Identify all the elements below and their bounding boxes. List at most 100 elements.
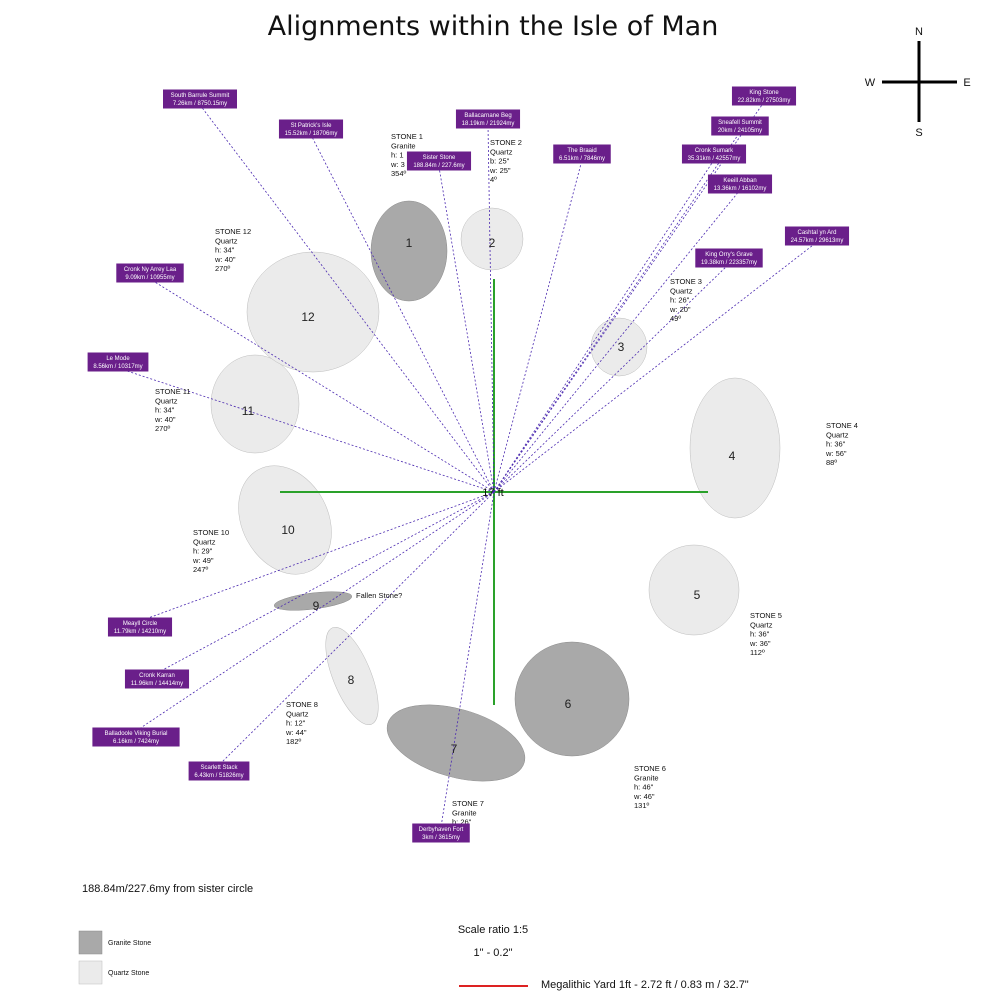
landmark-distance: 19.38km / 223357my	[701, 260, 757, 266]
stone-info-line: STONE 5	[750, 611, 782, 620]
stone-info-line: 354º	[391, 169, 407, 178]
landmark-label-bg	[124, 669, 190, 689]
stone-number-12: 12	[301, 310, 315, 324]
stone-number-7: 7	[451, 742, 458, 756]
stone-info-line: Granite	[391, 141, 416, 150]
stone-info-line: b: 25"	[490, 157, 510, 166]
alignment-line-meayll-circle	[139, 491, 495, 622]
stone-info-line: 88º	[826, 458, 837, 467]
stone-info-line: STONE 6	[634, 764, 666, 773]
stone-2	[460, 207, 524, 271]
compass-east: E	[963, 77, 970, 89]
stone-info-line: 182º	[286, 737, 302, 746]
alignment-line-scarlett-stack	[218, 491, 495, 766]
landmark-distance: 13.36km / 16102my	[714, 186, 767, 192]
stone-6	[514, 641, 630, 757]
alignment-line-derbyhaven-fort	[440, 491, 495, 828]
stone-info-line: STONE 11	[155, 387, 191, 396]
legend-granite-label: Granite Stone	[108, 940, 151, 947]
landmark-label-bg	[731, 86, 797, 106]
landmark-name: South Barrule Summit	[171, 93, 230, 99]
landmark-name: Sister Stone	[423, 155, 456, 161]
stone-1	[370, 200, 448, 302]
compass-north: N	[915, 26, 923, 38]
stone-info-line: 270º	[215, 264, 231, 273]
landmark-distance: 188.84m / 227.6my	[413, 163, 464, 169]
stone-info-line: Quartz	[286, 709, 309, 718]
alignment-line-south-barrule-summit	[199, 104, 495, 493]
stones-layer	[210, 200, 781, 782]
stone-info-line: w: 3	[390, 160, 405, 169]
stone-info-line: STONE 7	[452, 799, 484, 808]
stone-number-8: 8	[348, 673, 355, 687]
landmark-label-bg	[116, 263, 184, 283]
stone-number-9: 9	[313, 599, 320, 613]
legend-granite-swatch	[78, 930, 103, 955]
landmark-name: Scarlett Stack	[200, 765, 238, 771]
sister-circle-note: 188.84m/227.6my from sister circle	[82, 883, 253, 895]
landmark-label-bg	[92, 727, 180, 747]
alignment-line-cashtal-yn-ard	[493, 241, 818, 493]
stone-4	[689, 377, 781, 519]
scale-block: Scale ratio 1:5 1" - 0.2" Megalithic Yar…	[458, 924, 749, 991]
landmark-label-bg	[711, 116, 769, 136]
landmark-distance: 7.26km / 8750.15my	[173, 101, 227, 107]
landmark-name: Derbyhaven Fort	[419, 827, 464, 833]
stone-number-11: 11	[242, 404, 255, 418]
stone-info-line: w: 44"	[285, 728, 307, 737]
stone-number-2: 2	[489, 236, 496, 250]
landmark-distance: 35.31km / 42557my	[688, 156, 741, 162]
landmark-name: Meayll Circle	[123, 621, 158, 627]
alignment-line-st-patrick-s-isle	[310, 134, 495, 493]
stone-number-3: 3	[618, 340, 625, 354]
center-distance-label: 17 ft	[482, 487, 503, 499]
landmark-name: Cronk Ny Arrey Laa	[124, 267, 177, 273]
landmark-label-bg	[681, 144, 747, 164]
landmark-label-bg	[695, 248, 763, 268]
landmark-name: Cashtal yn Ard	[797, 230, 836, 236]
stone-info-line: h: 36"	[750, 630, 770, 639]
landmark-label-cronk-ny-arrey-laa: Cronk Ny Arrey Laa 9.09km / 10955my	[116, 263, 184, 283]
legend-quartz-label: Quartz Stone	[108, 970, 149, 977]
alignment-line-king-stone	[493, 101, 765, 493]
stone-info-line: h: 34"	[155, 406, 175, 415]
landmark-distance: 9.09km / 10955my	[125, 275, 174, 281]
stone-info-line: w: 46"	[633, 792, 655, 801]
stone-10	[238, 465, 332, 575]
fallen-stone-label: Fallen Stone?	[356, 591, 402, 600]
compass: N S E W	[865, 26, 971, 139]
stone-number-6: 6	[565, 697, 572, 711]
stone-info-line: Quartz	[193, 537, 216, 546]
stone-info-line: STONE 1	[391, 132, 423, 141]
landmark-distance: 15.52km / 18706my	[285, 131, 338, 137]
landmark-label-bg	[412, 823, 470, 843]
alignment-line-king-orry-s-grave	[493, 263, 730, 493]
stone-info-line: h: 26"	[670, 296, 690, 305]
stone-number-5: 5	[694, 588, 701, 602]
stone-info-line: w: 40"	[154, 415, 176, 424]
landmark-name: King Stone	[749, 90, 779, 96]
landmark-label-bg	[553, 144, 611, 164]
landmark-name: Keeill Abban	[723, 178, 756, 184]
stone-info-line: w: 49"	[192, 556, 214, 565]
landmark-label-bg	[278, 119, 344, 139]
stone-info-line: h: 36"	[826, 440, 846, 449]
stone-info-line: Quartz	[750, 620, 773, 629]
stone-info-line: Granite	[634, 773, 659, 782]
